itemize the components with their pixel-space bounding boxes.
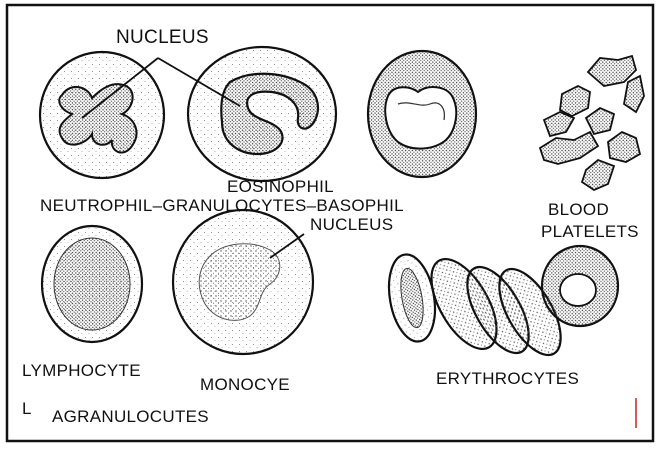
- basophil-nucleus: [385, 87, 456, 149]
- lymphocyte-cell: [42, 226, 142, 342]
- nucleus-label-mid: NUCLEUS: [310, 216, 393, 233]
- erythrocytes-label: ERYTHROCYTES: [436, 370, 579, 387]
- agranulocytes-label: AGRANULOCUTES: [52, 408, 209, 425]
- platelets-label: PLATELETS: [541, 223, 639, 240]
- eosinophil-cell: [188, 47, 336, 181]
- granulocytes-label: NEUTROPHIL–GRANULOCYTES–BASOPHIL: [40, 197, 404, 214]
- lymphocyte-nucleus: [54, 238, 130, 330]
- lymphocyte-label: LYMPHOCYTE: [22, 362, 141, 379]
- nucleus-label-top: NUCLEUS: [116, 28, 209, 47]
- eosinophil-label: EOSINOPHIL: [227, 178, 334, 195]
- erythrocyte-cell: [383, 251, 442, 345]
- neutrophil-cell: [40, 52, 164, 178]
- neutrophil-nucleus: [59, 84, 136, 152]
- blood-platelets: [540, 56, 644, 190]
- monocyte-label: MONOCYE: [200, 376, 290, 393]
- erythrocyte-cell: [542, 246, 618, 326]
- agranulocytes-bracket: L: [22, 400, 32, 417]
- basophil-cell: [368, 51, 476, 177]
- blood-label: BLOOD: [548, 201, 609, 218]
- monocyte-cell: [173, 210, 313, 354]
- erythrocytes: [383, 246, 618, 365]
